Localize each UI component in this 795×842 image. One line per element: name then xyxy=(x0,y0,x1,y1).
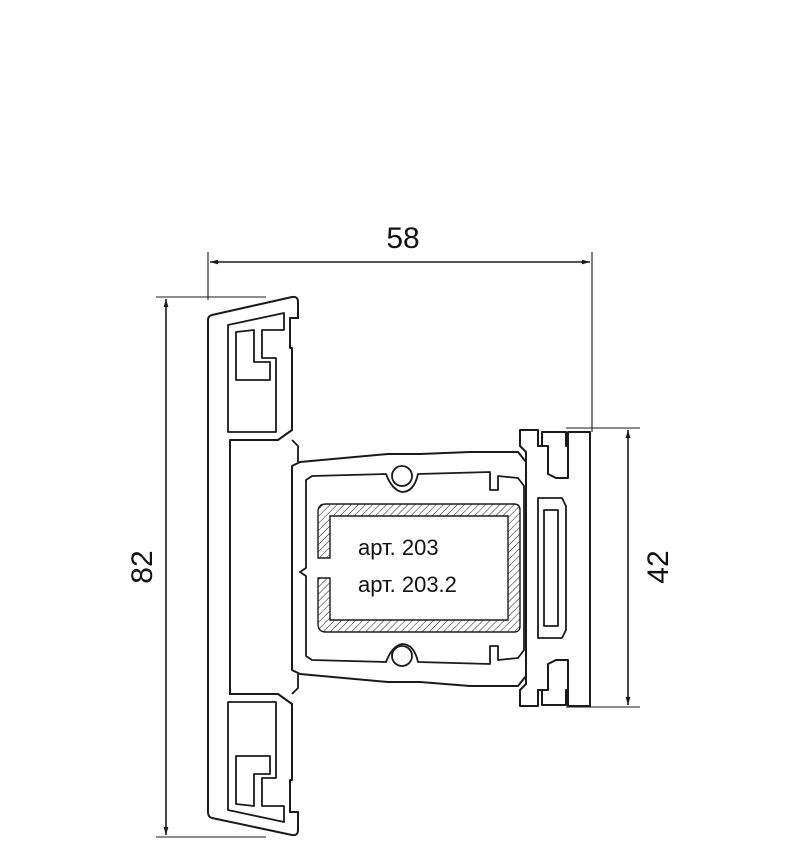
upper-web-notch xyxy=(291,439,299,462)
right-flange-slot xyxy=(543,509,559,627)
height-dimension: 82 xyxy=(126,296,266,838)
article-label-2: арт. 203.2 xyxy=(358,572,457,597)
width-dimension: 58 xyxy=(207,222,593,432)
left-upper-chamber xyxy=(227,312,285,433)
right-flange-channel xyxy=(537,497,567,639)
steel-insert xyxy=(317,503,521,633)
height-label: 82 xyxy=(126,550,159,583)
depth-label: 42 xyxy=(642,550,675,583)
central-cavity xyxy=(299,471,525,665)
left-lower-slot xyxy=(235,755,271,807)
depth-dimension: 42 xyxy=(566,427,675,708)
left-upper-slot xyxy=(235,329,271,381)
left-lower-chamber xyxy=(227,701,285,823)
bottom-screw-boss xyxy=(391,645,413,667)
width-label: 58 xyxy=(386,222,419,255)
aluminium-profile xyxy=(207,295,591,837)
lower-web-notch xyxy=(291,674,299,695)
left-flange xyxy=(207,295,299,837)
top-screw-boss xyxy=(391,465,413,487)
article-label-1: арт. 203 xyxy=(358,535,439,560)
